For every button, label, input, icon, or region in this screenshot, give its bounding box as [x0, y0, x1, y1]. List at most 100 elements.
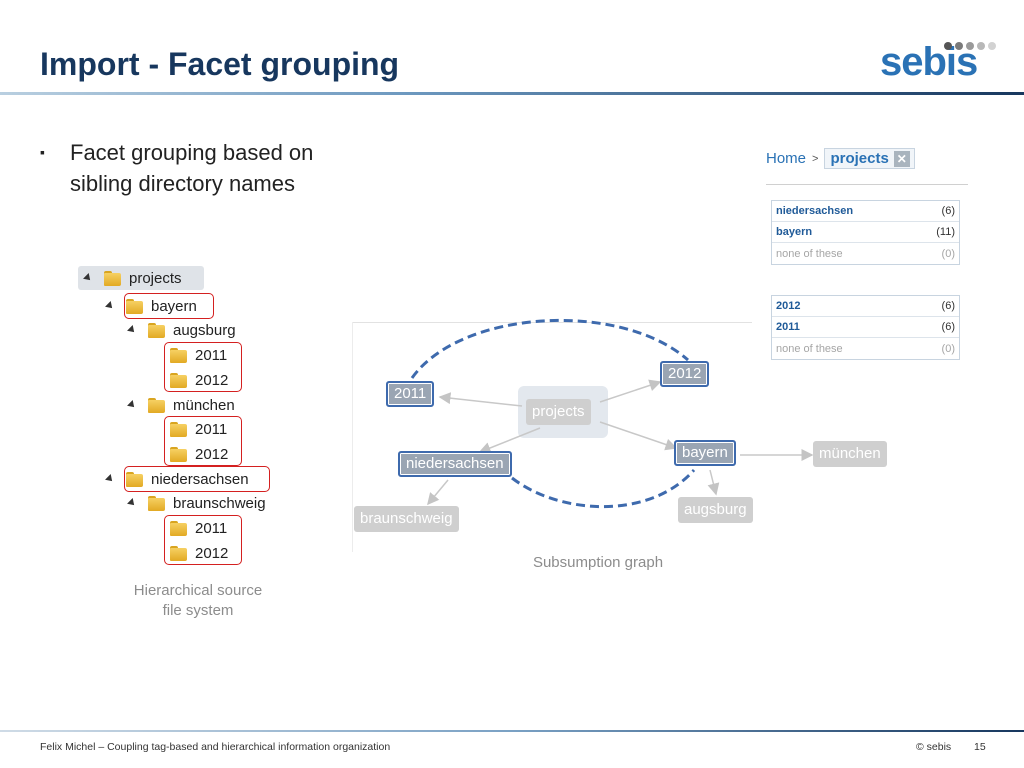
expand-arrow-icon[interactable] [105, 301, 115, 311]
breadcrumb-current-chip: projects ✕ [824, 148, 915, 169]
footer-divider [0, 730, 1024, 732]
tree-item[interactable]: 2011 [170, 344, 227, 366]
facet-item-count: (6) [941, 300, 955, 312]
folder-icon [170, 446, 187, 462]
folder-icon [126, 471, 143, 487]
breadcrumb-separator: > [812, 152, 819, 165]
tree-item[interactable]: projects [83, 267, 182, 289]
facet-item-name: 2011 [776, 321, 800, 333]
tree-item[interactable]: 2012 [170, 443, 228, 465]
tree-item-label: 2011 [195, 420, 228, 438]
facet-item-count: (0) [941, 342, 955, 355]
expand-arrow-icon[interactable] [105, 474, 115, 484]
tree-item[interactable]: münchen [127, 394, 235, 416]
tree-item-label: 2011 [195, 346, 228, 364]
highlight-box [124, 293, 214, 319]
facet-item[interactable]: 2011 (6) [772, 317, 959, 338]
graph-node-augsburg[interactable]: augsburg [678, 497, 753, 523]
tree-item[interactable]: 2012 [170, 369, 228, 391]
footer-copyright: © sebis [916, 741, 952, 753]
breadcrumb-current-label: projects [830, 150, 889, 167]
facet-item-name: niedersachsen [776, 205, 854, 217]
graph-node-2011[interactable]: 2011 [386, 381, 435, 407]
graph-node-muenchen[interactable]: münchen [813, 441, 887, 467]
tree-item-label: bayern [151, 297, 197, 315]
close-icon[interactable]: ✕ [893, 150, 910, 167]
bullet-text: Facet grouping based on sibling director… [70, 140, 314, 196]
sebis-logo: sebis [880, 40, 1000, 84]
tree-item[interactable]: 2011 [170, 418, 227, 440]
graph-node-projects[interactable]: projects [526, 399, 591, 425]
tree-item[interactable]: 2011 [170, 517, 227, 539]
logo-dot [966, 42, 974, 50]
title-divider [0, 92, 1024, 95]
file-tree: projects bayern augsburg 2011 2012 münch… [78, 266, 298, 576]
facet-item-name: none of these [776, 247, 843, 260]
logo-dot [988, 42, 996, 50]
graph-border-top [352, 322, 752, 323]
footer-text: Felix Michel – Coupling tag-based and hi… [40, 741, 391, 753]
breadcrumb-home-link[interactable]: Home [766, 150, 807, 167]
folder-icon [170, 347, 187, 363]
folder-icon [170, 372, 187, 388]
tree-item-label: 2011 [195, 519, 228, 537]
facet-item-count: (11) [936, 226, 955, 238]
folder-icon [148, 397, 165, 413]
logo-dot [955, 42, 963, 50]
tree-item-label: augsburg [173, 321, 236, 339]
tree-item-label: braunschweig [173, 494, 266, 512]
highlight-box [164, 515, 242, 565]
facet-item-count: (6) [941, 321, 955, 333]
tree-item-label: 2012 [195, 371, 229, 389]
folder-icon [170, 421, 187, 437]
expand-arrow-icon[interactable] [127, 325, 137, 335]
tree-item[interactable]: 2012 [170, 542, 228, 564]
folder-icon [126, 298, 143, 314]
tree-item-label: niedersachsen [151, 470, 249, 488]
tree-item[interactable]: augsburg [127, 319, 236, 341]
facet-item[interactable]: niedersachsen(6) [772, 201, 959, 222]
graph-node-braunschweig[interactable]: braunschweig [354, 506, 459, 532]
folder-icon [148, 322, 165, 338]
facet-item[interactable]: bayern (11) [772, 222, 959, 243]
page-number: 15 [974, 741, 986, 753]
facet-item[interactable]: none of these(0) [772, 243, 959, 264]
tree-item[interactable]: bayern [105, 295, 197, 317]
facet-item[interactable]: none of these (0) [772, 338, 959, 359]
expand-arrow-icon[interactable] [127, 400, 137, 410]
facet-item[interactable]: 2012 (6) [772, 296, 959, 317]
graph-node-niedersachsen[interactable]: niedersachsen [398, 451, 512, 477]
tree-caption-line: Hierarchical source [133, 582, 263, 599]
tree-item[interactable]: braunschweig [127, 492, 266, 514]
graph-border-left [352, 322, 353, 552]
breadcrumb-divider [766, 184, 968, 185]
folder-icon [148, 495, 165, 511]
highlight-box [164, 342, 242, 392]
graph-node-2012[interactable]: 2012 [660, 361, 710, 387]
folder-icon [170, 545, 187, 561]
tree-item-label: projects [129, 269, 182, 287]
bullet-marker: ▪ [40, 144, 45, 160]
expand-arrow-icon[interactable] [83, 273, 93, 283]
highlight-box [124, 466, 270, 492]
facet-item-name: 2012 [776, 300, 801, 312]
facet-item-name: none of these [776, 342, 843, 355]
tree-item[interactable]: niedersachsen [105, 468, 249, 490]
graph-caption: Subsumption graph [532, 554, 664, 571]
tree-caption: Hierarchical source file system [110, 581, 286, 621]
facet-group-regions: niedersachsen(6) bayern (11) none of thes… [771, 200, 960, 265]
logo-dot [944, 42, 952, 50]
slide-title: Import - Facet grouping [40, 46, 400, 82]
folder-icon [104, 270, 121, 286]
facet-item-name: bayern [776, 226, 813, 238]
logo-dot [977, 42, 985, 50]
graph-node-bayern[interactable]: bayern [674, 440, 736, 466]
highlight-box [164, 416, 242, 466]
facet-panel: Home > projects ✕ niedersachsen(6) bayer… [766, 142, 968, 372]
breadcrumb: Home > projects ✕ [766, 148, 915, 169]
tree-root-highlight [78, 266, 204, 290]
facet-group-years: 2012 (6) 2011 (6) none of these (0) [771, 295, 960, 360]
tree-item-label: 2012 [195, 544, 229, 562]
expand-arrow-icon[interactable] [127, 498, 137, 508]
tree-item-label: 2012 [195, 445, 229, 463]
